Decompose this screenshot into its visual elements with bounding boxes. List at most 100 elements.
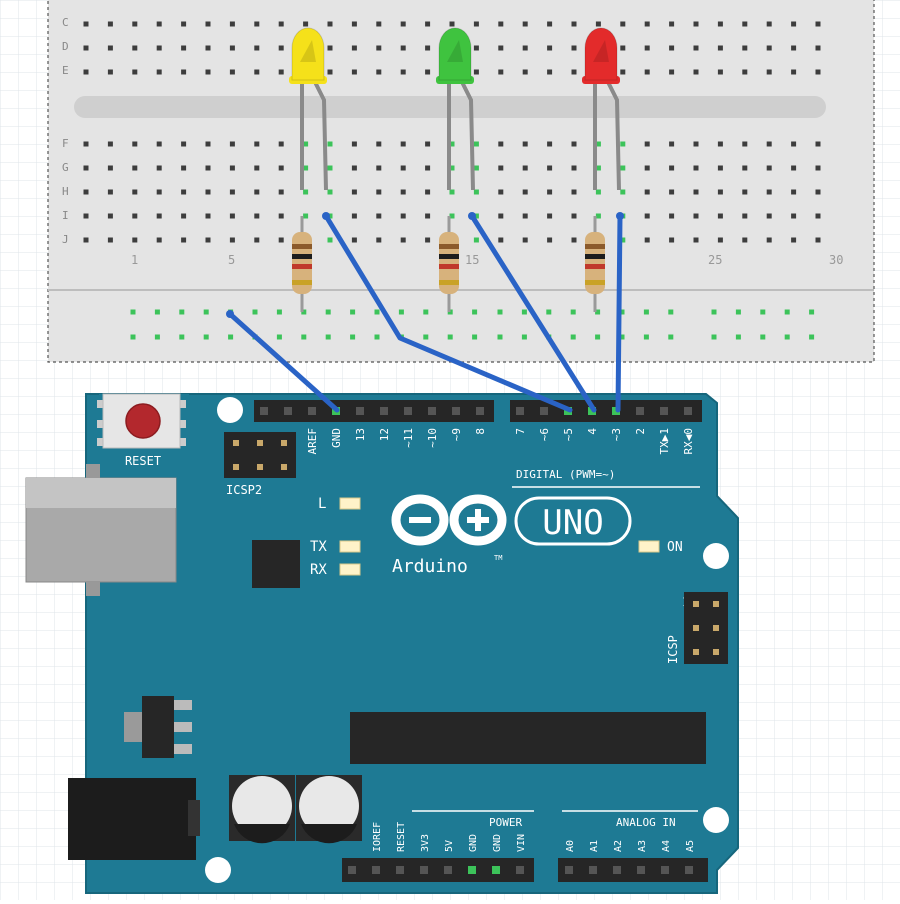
breadboard-hole [766, 213, 772, 219]
breadboard-hole [351, 141, 357, 147]
icsp2-pins [233, 440, 287, 470]
power-rail-hole [472, 334, 478, 340]
digital-pin-label: 4 [586, 428, 599, 435]
breadboard-hole [693, 69, 699, 75]
breadboard-hole [693, 189, 699, 195]
breadboard-hole [205, 237, 211, 243]
breadboard-hole [205, 45, 211, 51]
breadboard-hole [791, 141, 797, 147]
digital-pin-label: AREF [306, 428, 319, 455]
breadboard-hole [498, 21, 504, 27]
row-label-j: J [62, 233, 69, 246]
header-pin[interactable] [308, 407, 316, 415]
breadboard-hole [229, 237, 235, 243]
breadboard-hole [742, 45, 748, 51]
header-pin[interactable] [404, 407, 412, 415]
breadboard-hole [620, 189, 626, 195]
wire-gnd[interactable] [227, 311, 340, 413]
header-pin[interactable] [396, 866, 404, 874]
header-pin[interactable] [468, 866, 476, 874]
header-pin[interactable] [444, 866, 452, 874]
breadboard-hole [327, 141, 333, 147]
breadboard-hole [815, 21, 821, 27]
breadboard-hole [400, 189, 406, 195]
wire-end [322, 212, 330, 220]
breadboard-hole [205, 141, 211, 147]
header-pin[interactable] [452, 407, 460, 415]
breadboard-hole [205, 189, 211, 195]
breadboard-hole [107, 69, 113, 75]
header-pin[interactable] [356, 407, 364, 415]
breadboard-hole [181, 141, 187, 147]
header-pin[interactable] [516, 407, 524, 415]
breadboard-hole [742, 237, 748, 243]
breadboard-hole [327, 189, 333, 195]
header-pin[interactable] [372, 866, 380, 874]
header-pin[interactable] [565, 866, 573, 874]
breadboard-hole [376, 141, 382, 147]
breadboard-hole [522, 21, 528, 27]
header-pin[interactable] [260, 407, 268, 415]
breadboard-hole [400, 213, 406, 219]
wire-pin-5[interactable] [323, 213, 573, 413]
header-pin[interactable] [476, 407, 484, 415]
usb-tab [86, 582, 100, 596]
power-pin-label: 3V3 [420, 834, 431, 852]
header-pin[interactable] [660, 407, 668, 415]
header-pin[interactable] [516, 866, 524, 874]
power-rail-hole [760, 334, 766, 340]
breadboard-hole [107, 189, 113, 195]
header-pin[interactable] [428, 407, 436, 415]
breadboard-hole [522, 189, 528, 195]
breadboard-hole [449, 141, 455, 147]
led-body [291, 27, 325, 81]
breadboard-hole [791, 165, 797, 171]
header-pin[interactable] [540, 407, 548, 415]
column-number-15: 15 [465, 253, 479, 267]
header-pin[interactable] [284, 407, 292, 415]
analog-pin-label: A3 [637, 840, 648, 852]
header-pin[interactable] [685, 866, 693, 874]
breadboard-hole [766, 141, 772, 147]
header-pin[interactable] [420, 866, 428, 874]
breadboard-hole [815, 189, 821, 195]
digital-pin-label: 8 [474, 428, 487, 435]
header-pin[interactable] [380, 407, 388, 415]
breadboard-hole [400, 165, 406, 171]
breadboard-hole [473, 189, 479, 195]
reset-button[interactable] [125, 403, 161, 439]
power-rail-hole [130, 334, 136, 340]
power-rail-hole [570, 309, 576, 315]
breadboard-hole [498, 45, 504, 51]
header-pin[interactable] [684, 407, 692, 415]
reset-pin [180, 420, 186, 428]
wire-pin-4[interactable] [469, 213, 597, 413]
power-rail-hole [374, 309, 380, 315]
breadboard-hole [766, 21, 772, 27]
breadboard-hole [83, 141, 89, 147]
header-pin[interactable] [492, 866, 500, 874]
header-pin[interactable] [661, 866, 669, 874]
digital-pin-label: TX▶1 [658, 428, 671, 455]
breadboard-hole [644, 21, 650, 27]
wire-pin-3[interactable] [615, 213, 623, 413]
header-pin[interactable] [613, 866, 621, 874]
breadboard-hole [522, 141, 528, 147]
breadboard-hole [156, 165, 162, 171]
breadboard-hole [107, 141, 113, 147]
breadboard-hole [278, 45, 284, 51]
breadboard-hole [571, 165, 577, 171]
header-pin[interactable] [589, 866, 597, 874]
resistor-band [585, 280, 605, 285]
header-pin[interactable] [637, 866, 645, 874]
header-pin[interactable] [348, 866, 356, 874]
header-pin[interactable] [636, 407, 644, 415]
wire-end [226, 310, 234, 318]
breadboard-hole [620, 69, 626, 75]
breadboard-hole [571, 141, 577, 147]
arduino-brand: Arduino [392, 556, 468, 577]
resistor-band [585, 254, 605, 259]
breadboard-hole [400, 45, 406, 51]
